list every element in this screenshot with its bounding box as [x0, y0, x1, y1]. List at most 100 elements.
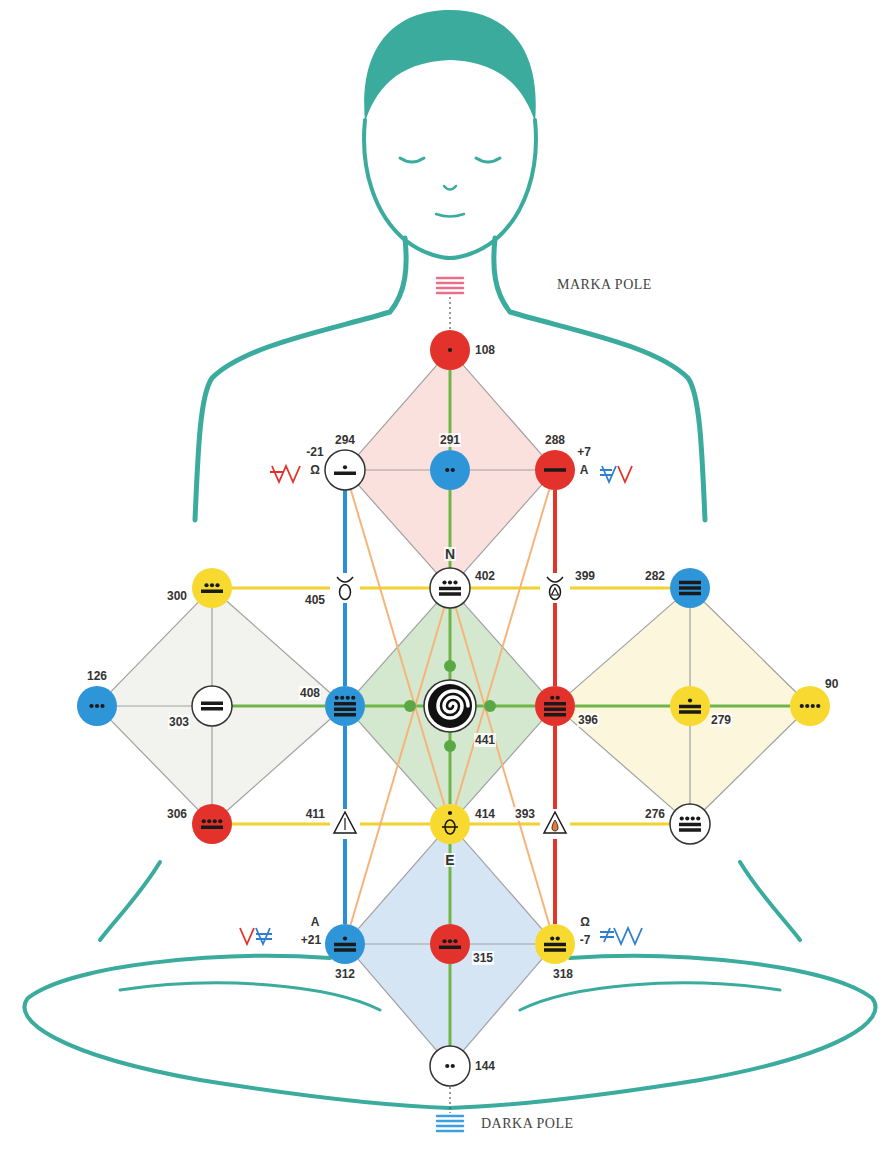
connector-line [343, 726, 347, 809]
numeral-bar [679, 581, 701, 585]
node-shape [430, 924, 470, 964]
numeral-bar [679, 710, 701, 714]
numeral-dot [213, 819, 217, 823]
connector-line [351, 489, 445, 805]
numeral-bar [544, 948, 566, 952]
glyph-circle: 303 [192, 686, 232, 726]
node-circle [430, 450, 470, 490]
connector-line [117, 705, 192, 706]
node-number: 441 [474, 733, 496, 747]
node-circle [325, 450, 365, 490]
diagram-label: +21 [300, 933, 322, 947]
diagram-label: A [579, 463, 590, 477]
node-number: 315 [472, 951, 494, 965]
numeral-dot [805, 704, 809, 708]
numeral-dot [100, 704, 104, 708]
node-circle [192, 686, 232, 726]
connector-line [575, 705, 670, 708]
numeral-dot [442, 580, 446, 584]
numeral-dot [335, 696, 339, 700]
connector-line [570, 823, 670, 826]
spiral-disc [428, 684, 472, 728]
mouth [436, 214, 464, 217]
pole-label: DARKA POLE [480, 1117, 575, 1131]
node-shape [670, 804, 710, 844]
numeral-dot [207, 819, 211, 823]
rune-symbol [256, 928, 272, 944]
connector-line [710, 705, 790, 708]
node-number: 90 [824, 677, 839, 691]
connector-line [211, 608, 212, 686]
node-shape [540, 809, 570, 839]
node-number: 126 [86, 669, 108, 683]
diagram-label: -21 [305, 445, 324, 459]
rune-symbol [270, 466, 300, 482]
connector-line [553, 726, 557, 809]
glyph-circle: 318 [535, 924, 575, 964]
glyph-circle: 414 [430, 804, 470, 844]
connector-line [343, 839, 347, 924]
node-number: 414 [474, 807, 496, 821]
numeral-bar [544, 708, 566, 712]
numeral-dot [453, 580, 457, 584]
node-shape [540, 573, 570, 603]
diagram-label: -7 [579, 933, 592, 947]
numeral-dot [451, 1064, 455, 1068]
glyph-circle: 402 [430, 568, 470, 608]
numeral-bar [439, 592, 461, 596]
diagram-label: +7 [576, 445, 592, 459]
glyph-circle: 291 [430, 450, 470, 490]
glyph-circle: 396 [535, 686, 575, 726]
horned-symbol [552, 588, 559, 595]
numeral-dot [442, 939, 446, 943]
connector-line [553, 490, 557, 573]
numeral-dot [343, 465, 347, 469]
green-dot [404, 700, 416, 712]
node-number: 411 [305, 807, 326, 821]
numeral-dot [816, 704, 820, 708]
connector-line [689, 608, 690, 686]
node-shape [535, 450, 575, 490]
node-circle [192, 804, 232, 844]
connector-line [463, 485, 541, 573]
numeral-dot [556, 936, 560, 940]
node-circle [535, 924, 575, 964]
connector-line [360, 587, 430, 590]
numeral-dot [556, 696, 560, 700]
darka-pole-glyph [437, 1116, 463, 1131]
node-shape [430, 330, 470, 370]
connector-line [470, 587, 540, 590]
symbol-node: 411 [330, 809, 360, 839]
numeral-dot [550, 936, 554, 940]
node-number: 402 [474, 569, 496, 583]
numeral-bar [334, 943, 356, 947]
numeral-dot [448, 939, 452, 943]
triangle-symbol [334, 812, 356, 833]
connector-line [470, 943, 535, 944]
node-circle [325, 924, 365, 964]
connector-line [449, 964, 452, 1046]
node-shape [325, 924, 365, 964]
figure-right [450, 120, 876, 1108]
numeral-bar [544, 468, 566, 472]
numeral-dot [451, 468, 455, 472]
numeral-bar [679, 828, 701, 832]
numeral-bar [544, 943, 566, 947]
green-dot [444, 740, 456, 752]
node-circle [430, 804, 470, 844]
node-circle [790, 686, 830, 726]
connector-line [211, 726, 212, 804]
numeral-bar [334, 472, 356, 476]
node-shape [430, 1046, 470, 1086]
node-number: 288 [544, 433, 566, 447]
glyph-circle: 282 [670, 568, 710, 608]
connector-line [365, 469, 430, 470]
connector-line [463, 839, 542, 929]
node-number: 306 [166, 807, 188, 821]
pole-line [449, 297, 450, 329]
numeral-dot [351, 696, 355, 700]
rune-symbol [600, 928, 642, 944]
connector-line [704, 720, 795, 810]
numeral-dot [685, 816, 689, 820]
node-number: 408 [299, 686, 321, 700]
